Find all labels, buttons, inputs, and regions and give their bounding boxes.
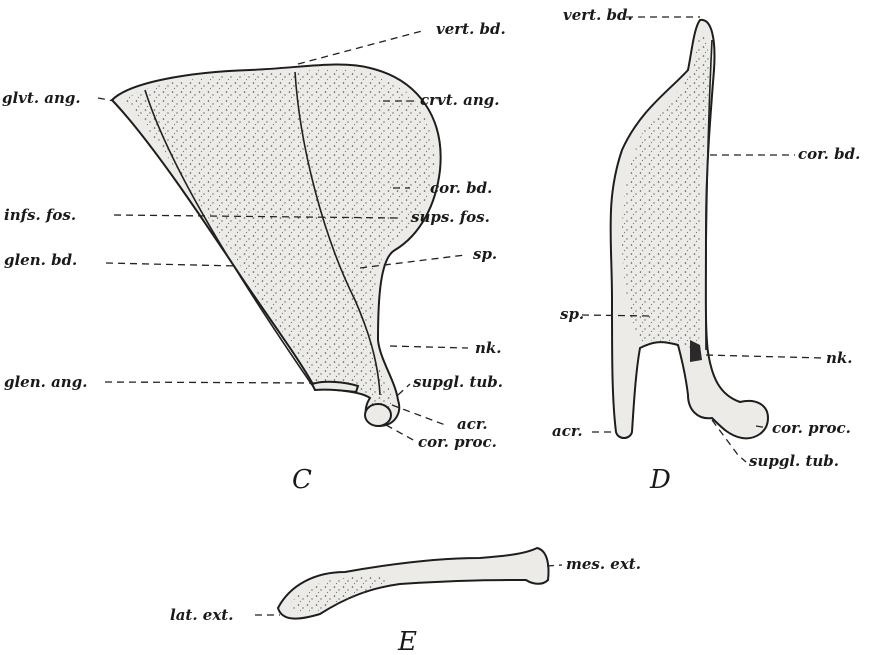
acromion-coracoid-knob xyxy=(365,404,391,426)
label-sups-fos: sups. fos. xyxy=(411,208,490,226)
label-glen-bd: glen. bd. xyxy=(4,251,77,269)
label-infs-fos: infs. fos. xyxy=(4,206,76,224)
label-cor-bd-c: cor. bd. xyxy=(430,179,492,197)
leader-nk-c xyxy=(390,346,468,348)
label-acr-d: acr. xyxy=(552,422,583,440)
label-nk-c: nk. xyxy=(475,339,502,357)
leader-glen-ang xyxy=(105,382,315,383)
scapula-anterior-view: vert. bd. cor. bd. sp. nk. acr. cor. pro… xyxy=(552,6,860,495)
figure-letter-d: D xyxy=(649,465,671,495)
label-sp-c: sp. xyxy=(473,245,497,263)
leader-vert-bd-c xyxy=(298,31,422,64)
figure-letter-c: C xyxy=(292,465,312,495)
label-acr-c: acr. xyxy=(457,415,488,433)
label-glvt-ang: glvt. ang. xyxy=(2,89,81,107)
glenoid-angle xyxy=(312,382,358,392)
label-cor-bd-d: cor. bd. xyxy=(798,145,860,163)
label-cor-proc-c: cor. proc. xyxy=(418,433,497,451)
figure-letter-e: E xyxy=(397,627,417,655)
label-vert-bd-c: vert. bd. xyxy=(436,20,506,38)
leader-acr-c xyxy=(392,405,448,426)
label-sp-d: sp. xyxy=(560,305,584,323)
label-crvt-ang: crvt. ang. xyxy=(420,91,499,109)
label-supgl-tub-d: supgl. tub. xyxy=(749,452,839,470)
label-nk-d: nk. xyxy=(826,349,853,367)
label-mes-ext: mes. ext. xyxy=(566,555,641,573)
scapula-vertebral-view: mes. ext. lat. ext. E xyxy=(170,548,641,655)
leader-nk-d xyxy=(706,355,823,358)
label-glen-ang: glen. ang. xyxy=(4,373,87,391)
label-cor-proc-d: cor. proc. xyxy=(772,419,851,437)
label-supgl-tub-c: supgl. tub. xyxy=(413,373,503,391)
label-vert-bd-d: vert. bd. xyxy=(563,6,633,24)
scapula-lateral-view: vert. bd. glvt. ang. crvt. ang. cor. bd.… xyxy=(2,20,506,495)
scapula-c-shading xyxy=(125,69,434,418)
label-lat-ext: lat. ext. xyxy=(170,606,233,624)
leader-cor-proc-c xyxy=(386,425,415,441)
leader-glen-bd xyxy=(106,263,238,266)
leader-mes-ext xyxy=(547,565,562,566)
scapula-d-shading xyxy=(622,30,709,350)
leader-supgl-tub-c xyxy=(398,384,410,395)
